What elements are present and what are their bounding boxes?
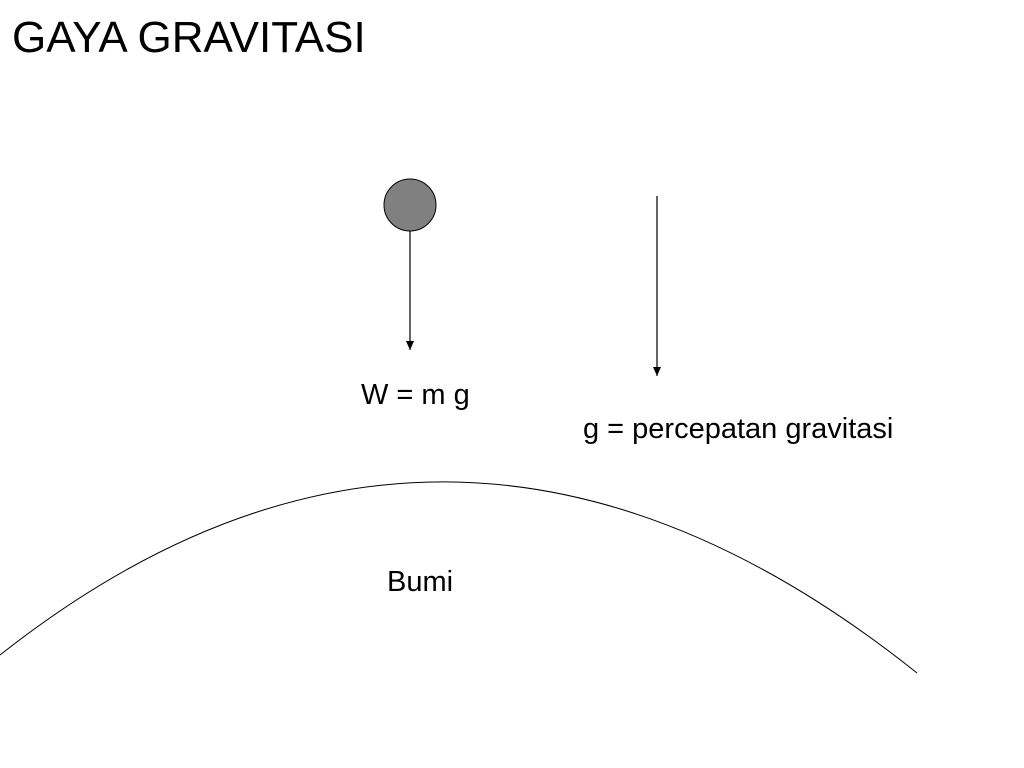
weight-formula: W = m g <box>361 379 470 411</box>
gravity-definition: g = percepatan gravitasi <box>583 413 894 445</box>
falling-object-ball <box>383 178 437 232</box>
slide-title: GAYA GRAVITASI <box>12 13 366 62</box>
earth-label: Bumi <box>387 566 454 598</box>
earth-surface-arc <box>0 481 918 674</box>
